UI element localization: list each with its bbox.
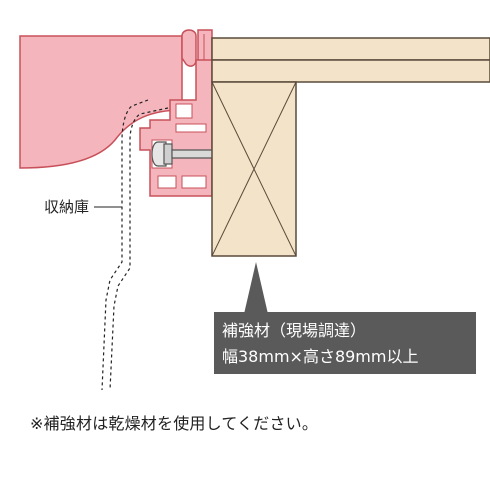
- nail-head: [163, 143, 173, 165]
- callout-line2: 幅38mm×高さ89mm以上: [222, 347, 418, 366]
- callout-pointer: [244, 262, 268, 314]
- callout-box: [214, 312, 476, 374]
- storage-dashed-outline-inner: [109, 107, 169, 391]
- storage-label: 収納庫: [44, 198, 89, 216]
- storage-dashed-outline: [101, 99, 149, 391]
- wood-top-beam-upper: [211, 37, 490, 61]
- callout-line1: 補強材（現場調達）: [222, 321, 366, 340]
- pink-roof-panel: [19, 35, 183, 169]
- pink-top-roll: [181, 29, 197, 67]
- nail-washer: [151, 141, 167, 167]
- reinforcement-cross-b: [211, 81, 297, 257]
- dry-wood-note: ※補強材は乾燥材を使用してください。: [30, 414, 319, 433]
- wood-top-beam-lower: [211, 59, 490, 83]
